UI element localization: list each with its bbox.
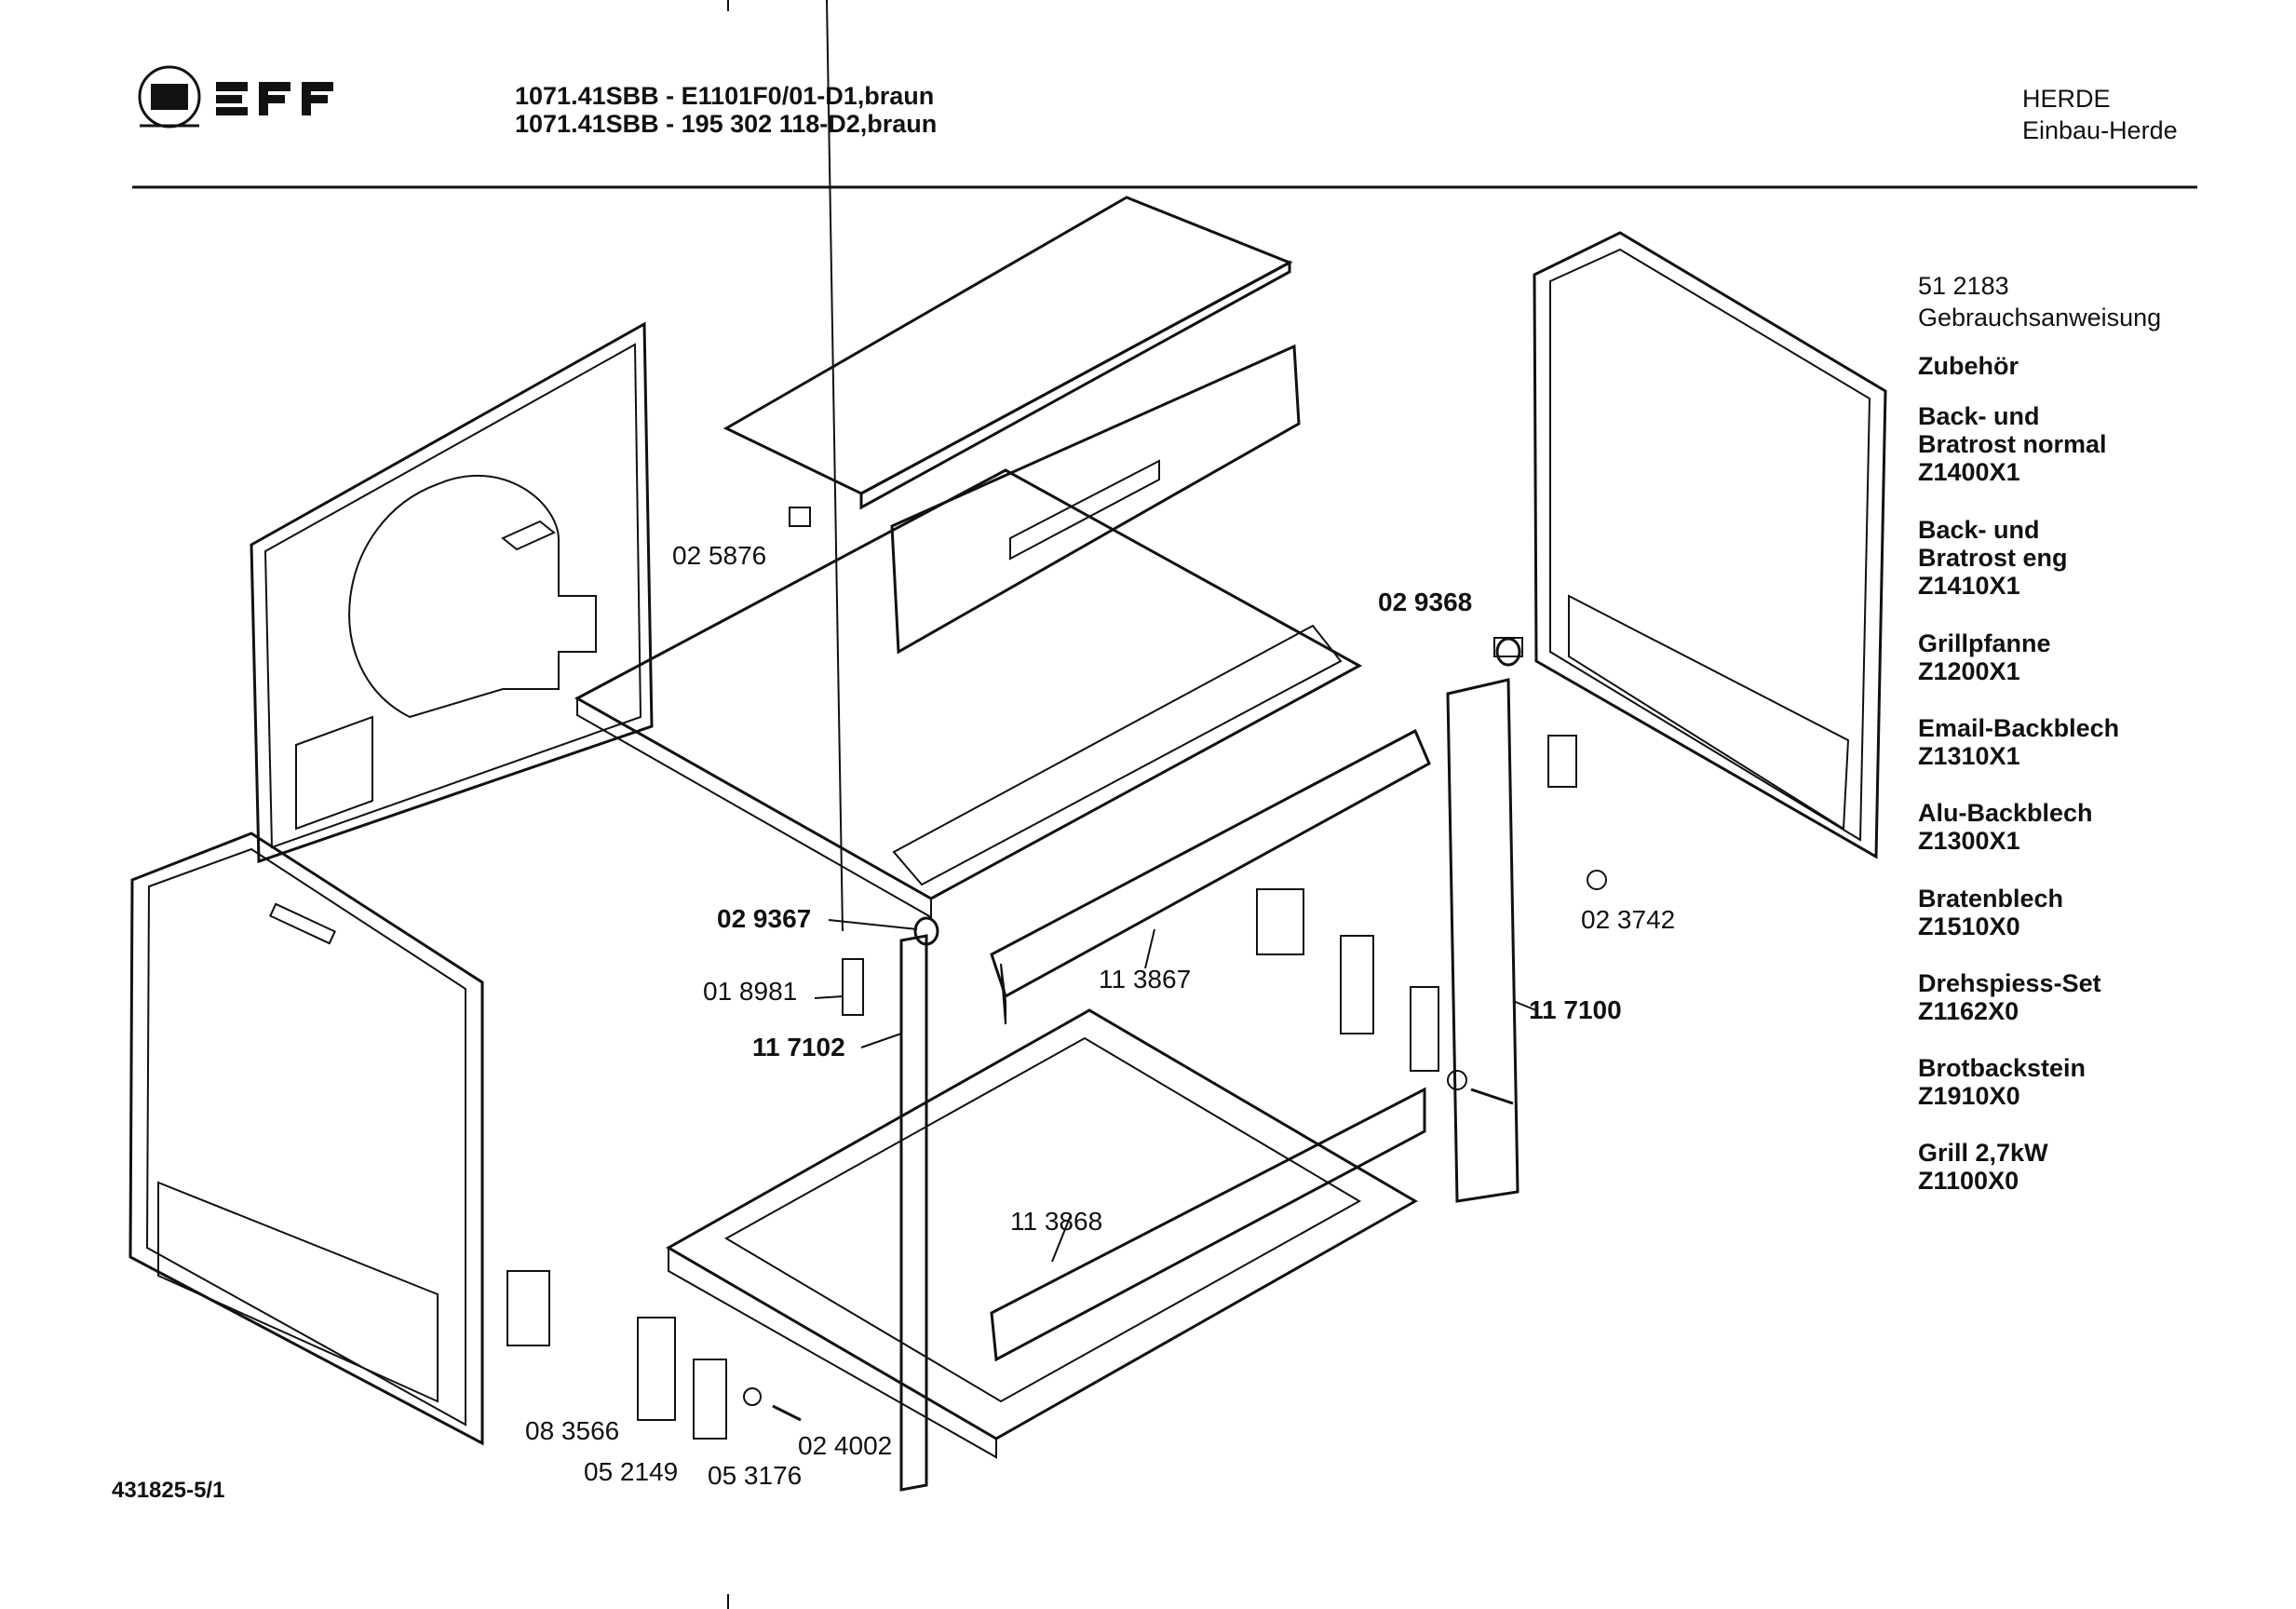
accessory-code: Z1910X0 bbox=[1918, 1082, 2020, 1110]
leader-lines bbox=[814, 0, 1537, 1263]
part-label: 05 2149 bbox=[584, 1457, 679, 1486]
left-side-panel bbox=[250, 321, 654, 864]
accessories-heading: Zubehör bbox=[1918, 352, 2019, 380]
part-label: 05 3176 bbox=[708, 1461, 803, 1490]
manual-number: 51 2183 bbox=[1918, 272, 2009, 300]
part-label: 02 3742 bbox=[1581, 905, 1676, 934]
accessory-code: Z1310X1 bbox=[1918, 742, 2020, 770]
subcategory-title: Einbau-Herde bbox=[2022, 116, 2178, 144]
category-title: HERDE bbox=[2022, 85, 2111, 113]
accessory-name: Email-Backblech bbox=[1918, 714, 2120, 742]
part-label: 11 3867 bbox=[1099, 965, 1192, 994]
model-line-2: 1071.41SBB - 195 302 118-D2,braun bbox=[515, 110, 938, 138]
accessory-name: Drehspiess-Set bbox=[1918, 969, 2101, 997]
part-label: 02 4002 bbox=[798, 1431, 893, 1460]
accessory-code: Z1400X1 bbox=[1918, 458, 2020, 486]
left-door bbox=[128, 832, 484, 1446]
accessory-name: Back- und Bratrost eng bbox=[1918, 516, 2068, 572]
accessory-name: Grillpfanne bbox=[1918, 629, 2051, 657]
bottom-tray bbox=[665, 1008, 1419, 1459]
accessory-code: Z1510X0 bbox=[1918, 913, 2020, 940]
accessory-name: Alu-Backblech bbox=[1918, 799, 2093, 827]
part-label: 02 9367 bbox=[717, 904, 812, 933]
part-label: 11 3868 bbox=[1010, 1207, 1103, 1236]
model-line-1: 1071.41SBB - E1101F0/01-D1,braun bbox=[515, 82, 935, 110]
control-panel-strip bbox=[890, 344, 1301, 655]
hinge-parts bbox=[506, 507, 1607, 1440]
part-label: 02 5876 bbox=[672, 541, 767, 570]
accessory-code: Z1410X1 bbox=[1918, 572, 2020, 600]
part-label: 01 8981 bbox=[703, 977, 798, 1006]
part-label: 11 7100 bbox=[1529, 995, 1622, 1024]
post-117102 bbox=[899, 916, 939, 1492]
top-cover bbox=[501, 196, 1293, 551]
oven-top-plate bbox=[574, 468, 1363, 919]
drawing-number: 431825-5/1 bbox=[112, 1478, 225, 1503]
accessory-name: Bratenblech bbox=[1918, 885, 2064, 913]
manual-label: Gebrauchsanweisung bbox=[1918, 304, 2162, 331]
right-door bbox=[1533, 231, 1887, 859]
accessory-code: Z1162X0 bbox=[1918, 997, 2019, 1025]
part-label: 08 3566 bbox=[525, 1416, 620, 1445]
accessory-name: Brotbackstein bbox=[1918, 1054, 2087, 1082]
accessory-code: Z1300X1 bbox=[1918, 827, 2020, 855]
accessory-code: Z1200X1 bbox=[1918, 657, 2020, 685]
rail-113868 bbox=[990, 1087, 1426, 1362]
accessory-name: Back- und Bratrost normal bbox=[1918, 402, 2107, 458]
post-117100 bbox=[1446, 637, 1521, 1203]
accessory-name: Grill 2,7kW bbox=[1918, 1139, 2048, 1167]
neff-logo bbox=[138, 65, 333, 128]
rail-113867 bbox=[990, 728, 1431, 1025]
accessory-code: Z1100X0 bbox=[1918, 1167, 2019, 1195]
part-label: 11 7102 bbox=[752, 1033, 845, 1061]
part-label: 02 9368 bbox=[1378, 588, 1473, 616]
